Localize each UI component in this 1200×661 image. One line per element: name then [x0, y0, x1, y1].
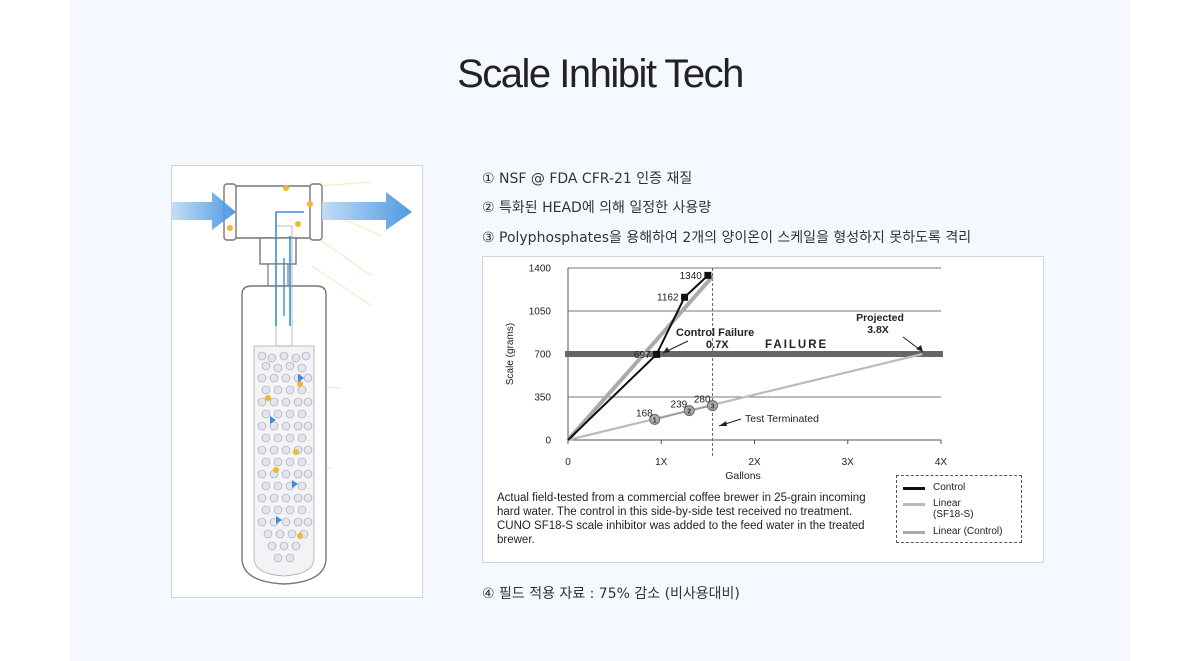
feature-bullet-2: ② 특화된 HEAD에 의해 일정한 사용량 [482, 200, 712, 216]
scale-chart: Scale (grams) Gallons FAILURE Control Fa… [482, 256, 1044, 563]
control-point [704, 271, 712, 279]
control-failure-value: 0.7X [706, 339, 729, 351]
sf18-point-label: 280 [694, 395, 711, 406]
x-tick-label: 4X [935, 457, 948, 468]
feature-bullet-4: ④ 필드 적용 자료 : 75% 감소 (비사용대비) [482, 586, 740, 602]
y-tick-label: 1050 [529, 307, 552, 318]
x-tick-label: 1X [655, 457, 668, 468]
outflow-arrow-icon [322, 192, 412, 230]
legend-swatch-linear-sf18 [903, 503, 925, 506]
series-linear-control-line [566, 275, 715, 442]
sf18-point-number: 3 [711, 404, 715, 411]
scale-chart-svg: Scale (grams) Gallons FAILURE Control Fa… [505, 264, 948, 483]
feature-bullet-1: ① NSF @ FDA CFR-21 인증 재질 [482, 171, 693, 187]
control-point-label: 1162 [657, 293, 679, 304]
control-failure-arrowhead [663, 347, 670, 353]
page-title: Scale Inhibit Tech [457, 52, 744, 96]
legend-swatch-linear-control [903, 531, 925, 534]
test-terminated-arrowhead [719, 421, 727, 426]
legend-swatch-control [903, 487, 925, 490]
control-point-label: 697 [634, 350, 651, 361]
y-tick-label: 0 [545, 436, 551, 447]
chart-caption: Actual field-tested from a commercial co… [497, 492, 866, 546]
legend-label-linear-sf18: Linear (SF18-S) [933, 498, 974, 520]
legend-item-linear-control: Linear (Control) [903, 526, 1002, 537]
feature-bullet-3: ③ Polyphosphates을 용해하여 2개의 양이온이 스케일을 형성하… [482, 230, 972, 246]
series-control-line [567, 274, 709, 441]
sf18-point [683, 405, 695, 417]
x-tick-label: 3X [842, 457, 855, 468]
sf18-point-label: 168 [636, 408, 653, 419]
control-failure-label: Control Failure [676, 327, 754, 339]
x-tick-label: 0 [565, 457, 571, 468]
legend-item-linear-sf18: Linear (SF18-S) [903, 498, 974, 520]
failure-line [565, 351, 943, 357]
legend-item-control: Control [903, 482, 965, 493]
test-terminated-label: Test Terminated [745, 413, 819, 425]
sf18-point [649, 413, 661, 425]
legend-label-linear-control: Linear (Control) [933, 526, 1003, 537]
projected-arrowhead [916, 345, 923, 352]
x-axis-label: Gallons [725, 470, 761, 482]
sf18-point-label: 239 [671, 400, 688, 411]
filter-illustration [171, 165, 423, 598]
projected-value: 3.8X [867, 324, 889, 336]
legend-label-control: Control [933, 482, 966, 493]
sf18-point-number: 1 [653, 417, 657, 424]
control-point-label: 1340 [680, 271, 703, 282]
control-point [681, 293, 689, 301]
y-axis-label: Scale (grams) [505, 323, 516, 385]
series-linear-sf18-line [567, 352, 923, 442]
chart-legend: Control Linear (SF18-S) Linear (Control) [896, 475, 1022, 543]
projected-label: Projected [856, 312, 904, 324]
failure-label: FAILURE [765, 339, 828, 351]
y-tick-label: 350 [534, 393, 551, 404]
sf18-point [707, 400, 719, 412]
y-tick-label: 1400 [529, 264, 552, 275]
inflow-arrow-icon [172, 192, 236, 230]
sf18-point-number: 2 [687, 409, 691, 416]
filter-cartridge-image [172, 181, 412, 585]
control-point [653, 350, 661, 358]
y-tick-label: 700 [534, 350, 551, 361]
x-tick-label: 2X [748, 457, 761, 468]
